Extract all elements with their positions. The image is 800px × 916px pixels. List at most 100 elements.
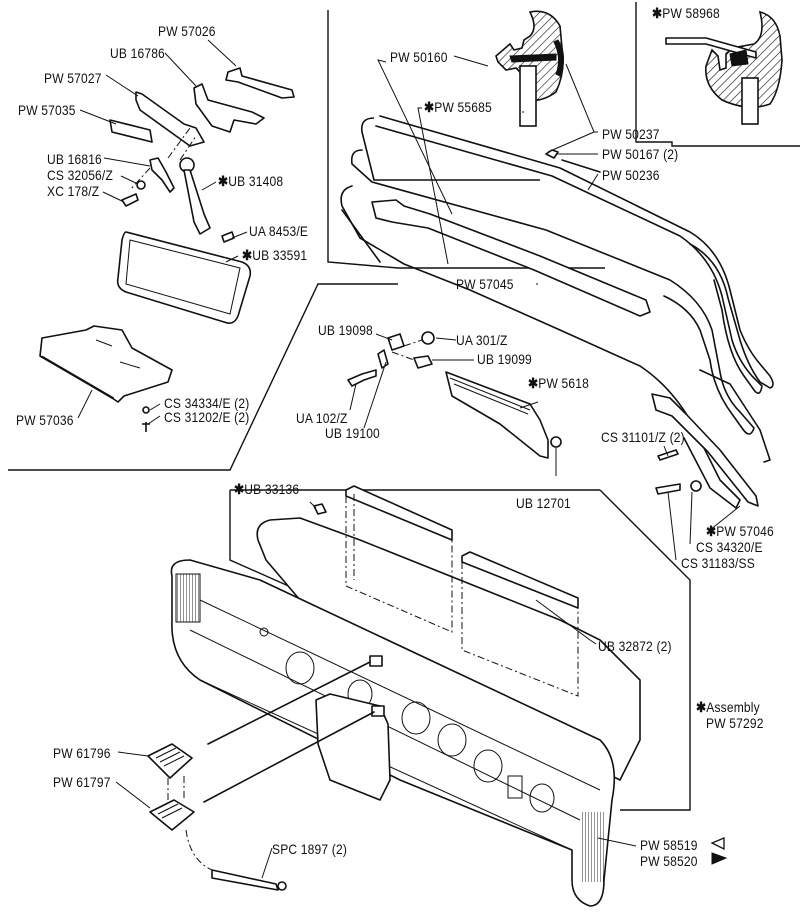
- label-pw57027: PW 57027: [44, 70, 102, 86]
- part-ub31408-stem: [183, 169, 211, 235]
- leader-lines: [77, 39, 741, 879]
- label-pw58519: PW 58519: [640, 837, 698, 853]
- label-ub16786: UB 16786: [110, 45, 165, 61]
- label-ua102z: UA 102/Z: [296, 410, 348, 426]
- label-cs32056z: CS 32056/Z: [47, 167, 113, 183]
- dash-left-vent: [175, 573, 201, 623]
- part-ub33136: [313, 503, 327, 515]
- part-ua301z: [421, 331, 435, 345]
- part-pw61796: [147, 743, 193, 779]
- part-pw57026: [225, 67, 295, 99]
- label-ub12701: UB 12701: [516, 495, 571, 511]
- label-spc1897: SPC 1897 (2): [272, 841, 348, 857]
- asterisk-icon: ✱: [424, 99, 435, 115]
- part-pw57035: [109, 119, 153, 143]
- label-pw50160: PW 50160: [390, 49, 448, 65]
- label-ub31408: ✱UB 31408: [218, 173, 284, 189]
- label-xc178z: XC 178/Z: [47, 183, 100, 199]
- label-ub32872: UB 32872 (2): [598, 638, 672, 654]
- part-pw57046: [651, 393, 759, 507]
- part-cs32056z: [136, 180, 146, 190]
- part-ub19098: [387, 333, 405, 351]
- label-ub33591: ✱UB 33591: [242, 247, 308, 263]
- part-ua8453e: [221, 231, 235, 243]
- switch-slot-upper: [369, 655, 383, 667]
- label-ub19099: UB 19099: [477, 351, 532, 367]
- vent-right: [461, 551, 579, 609]
- label-pw55685: ✱PW 55685: [424, 99, 492, 115]
- vent-left: [345, 485, 453, 541]
- part-ub19100: [377, 349, 389, 369]
- part-ub16786: [193, 83, 265, 133]
- label-pw50236: PW 50236: [602, 167, 660, 183]
- lh-triangle-icon: [710, 837, 725, 851]
- asterisk-icon: ✱: [242, 247, 253, 263]
- label-ua8453e: UA 8453/E: [249, 223, 309, 239]
- part-pw61797: [149, 799, 195, 831]
- glass-edge: [519, 65, 537, 127]
- glovebox-lid: [315, 693, 391, 801]
- seal-loop-mid: [350, 149, 755, 435]
- part-ub33591: [116, 231, 252, 324]
- part-pw57045: [371, 199, 651, 317]
- visor-region-frame: [8, 283, 398, 471]
- label-pw57035: PW 57035: [18, 102, 76, 118]
- part-ub12701: [550, 436, 562, 448]
- label-ua301z: UA 301/Z: [456, 332, 508, 348]
- windscreen-seal-group: [340, 10, 774, 509]
- inset-seal-detail: [665, 10, 783, 125]
- dash-right-shading: [580, 812, 604, 882]
- label-pw57026: PW 57026: [158, 23, 216, 39]
- label-pw57046: ✱PW 57046: [706, 523, 774, 539]
- label-ub19100: UB 19100: [325, 425, 380, 441]
- asterisk-icon: ✱: [696, 699, 707, 715]
- part-pw58968: [665, 37, 757, 59]
- inset-frame: [635, 2, 800, 147]
- part-pw57036: [39, 325, 173, 403]
- label-ub33136: ✱UB 33136: [234, 481, 300, 497]
- label-pw5618: ✱PW 5618: [528, 375, 590, 391]
- label-pw57036: PW 57036: [16, 412, 74, 428]
- label-assembly: ✱Assembly: [696, 699, 760, 715]
- label-pw61796: PW 61796: [53, 745, 111, 761]
- label-ub19098: UB 19098: [318, 322, 373, 338]
- label-pw50167: PW 50167 (2): [602, 146, 679, 162]
- rh-triangle-icon: [711, 852, 728, 865]
- label-ub16816: UB 16816: [47, 151, 102, 167]
- label-cs31183ss: CS 31183/SS: [681, 555, 755, 571]
- part-ua102z: [347, 369, 377, 387]
- sun-visor-group: [347, 331, 702, 495]
- part-xc178z: [121, 193, 139, 207]
- label-cs34320e: CS 34320/E: [696, 539, 763, 555]
- rear-view-mirror: [116, 231, 252, 324]
- label-pw57292: PW 57292: [706, 715, 764, 731]
- asterisk-icon: ✱: [218, 173, 229, 189]
- label-cs34334e: CS 34334/E (2): [164, 395, 250, 411]
- label-pw57045: PW 57045: [456, 276, 514, 292]
- part-spc1897: [211, 869, 279, 891]
- part-cs34334e: [142, 406, 150, 414]
- part-cs31183ss: [655, 483, 681, 495]
- asterisk-icon: ✱: [652, 5, 663, 21]
- mirror-bracket-group: [109, 67, 295, 243]
- part-cs34320e: [690, 480, 702, 492]
- seal-loop-outer: [379, 115, 774, 389]
- seal-region-frame-left: [327, 10, 399, 269]
- assembly-frame-right: [599, 489, 691, 811]
- dashboard-body: [170, 559, 616, 907]
- label-pw50237: PW 50237: [602, 126, 660, 142]
- region-frames: [8, 2, 800, 811]
- part-pw5618: [445, 371, 549, 459]
- asterisk-icon: ✱: [234, 481, 245, 497]
- fascia-assembly: [147, 485, 641, 907]
- label-cs31202e: CS 31202/E (2): [164, 409, 250, 425]
- seal-filler-pw50237: [553, 39, 564, 77]
- label-pw61797: PW 61797: [53, 774, 111, 790]
- label-cs31101z: CS 31101/Z (2): [601, 429, 685, 445]
- part-ub19099: [413, 355, 433, 369]
- label-pw58520: PW 58520: [640, 853, 698, 869]
- asterisk-icon: ✱: [706, 523, 717, 539]
- asterisk-icon: ✱: [528, 375, 539, 391]
